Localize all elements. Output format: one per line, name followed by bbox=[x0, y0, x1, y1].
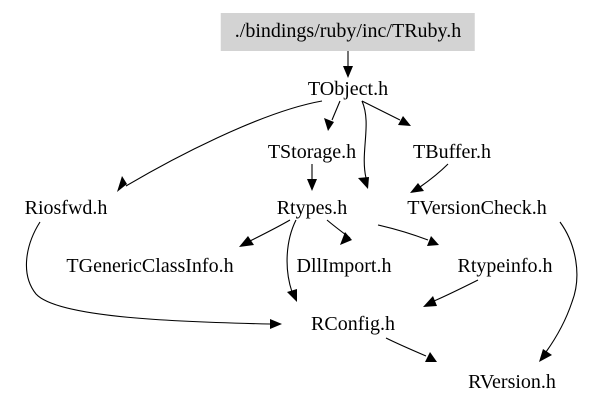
graph-node-riosfwd[interactable]: Riosfwd.h bbox=[24, 197, 108, 219]
graph-node-rtypeinfo[interactable]: Rtypeinfo.h bbox=[457, 255, 553, 277]
edge-line bbox=[433, 279, 479, 302]
edge-line bbox=[361, 100, 401, 121]
graph-node-rconfig[interactable]: RConfig.h bbox=[311, 313, 395, 335]
arrow-head-icon bbox=[340, 232, 352, 245]
arrow-head-icon bbox=[270, 319, 282, 329]
edge-tstorage-to-rtypes bbox=[307, 164, 317, 191]
edge-truby-to-tobject bbox=[343, 50, 353, 78]
edge-tobject-to-tstorage bbox=[324, 100, 341, 131]
edge-line bbox=[419, 163, 449, 188]
edge-line bbox=[326, 219, 351, 239]
graph-node-rtypes[interactable]: Rtypes.h bbox=[276, 197, 348, 219]
edge-rtypes-to-dllimport bbox=[326, 219, 352, 245]
edge-tobject-to-tbuffer bbox=[361, 100, 411, 126]
edge-tversioncheck-to-rversion bbox=[539, 221, 578, 362]
edge-line bbox=[249, 219, 291, 242]
edge-line bbox=[361, 100, 367, 179]
edge-rtypes-to-tgenericclassinfo bbox=[239, 219, 291, 247]
graph-node-truby[interactable]: ./bindings/ruby/inc/TRuby.h bbox=[220, 13, 476, 51]
graph-node-dllimport[interactable]: DllImport.h bbox=[296, 255, 392, 277]
arrow-head-icon bbox=[324, 118, 334, 131]
arrow-head-icon bbox=[410, 183, 424, 193]
arrow-head-icon bbox=[358, 177, 369, 189]
edge-tbuffer-to-tversioncheck bbox=[410, 163, 449, 193]
edge-line bbox=[545, 221, 578, 353]
edge-line bbox=[331, 100, 341, 121]
arrow-head-icon bbox=[398, 116, 411, 126]
graph-node-tobject[interactable]: TObject.h bbox=[307, 78, 389, 100]
arrow-head-icon bbox=[539, 349, 552, 362]
arrow-head-icon bbox=[427, 236, 439, 246]
edge-rtypes-to-rconfig bbox=[286, 219, 297, 302]
arrow-head-icon bbox=[343, 66, 353, 78]
arrow-head-icon bbox=[239, 236, 254, 247]
graph-node-tstorage[interactable]: TStorage.h bbox=[267, 141, 357, 163]
arrow-head-icon bbox=[423, 296, 437, 307]
edge-tobject-to-rtypes bbox=[358, 100, 369, 189]
arrow-head-icon bbox=[287, 289, 297, 302]
graph-node-tbuffer[interactable]: TBuffer.h bbox=[413, 141, 491, 163]
edge-rtypes-to-rtypeinfo bbox=[377, 224, 439, 246]
graph-node-rversion[interactable]: RVersion.h bbox=[468, 371, 556, 393]
arrow-head-icon bbox=[307, 179, 317, 191]
arrow-head-icon bbox=[425, 352, 437, 362]
edge-line bbox=[377, 224, 429, 241]
arrow-head-icon bbox=[117, 176, 127, 192]
edge-line bbox=[286, 219, 297, 293]
edge-rconfig-to-rversion bbox=[385, 337, 437, 362]
edge-line bbox=[385, 337, 427, 357]
edge-rtypeinfo-to-rconfig bbox=[423, 279, 479, 307]
graph-node-tgenericclassinfo[interactable]: TGenericClassInfo.h bbox=[66, 255, 234, 277]
graph-node-tversioncheck[interactable]: TVersionCheck.h bbox=[407, 197, 547, 219]
